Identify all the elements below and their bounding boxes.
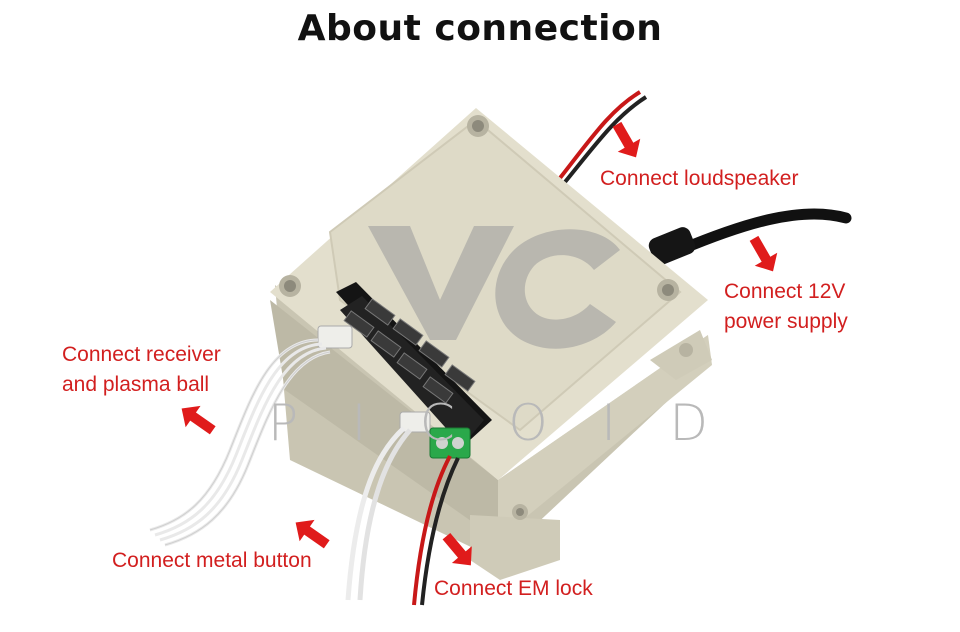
speaker-wire-red — [558, 90, 642, 180]
watermark-letter: I — [601, 394, 616, 452]
label-power-line2: power supply — [724, 310, 848, 333]
power-cable — [674, 208, 852, 256]
arrow-power-icon — [749, 235, 778, 272]
watermark-letter: C — [419, 394, 455, 452]
pcb-board — [317, 282, 492, 459]
label-power-supply: Connect 12V power supply — [724, 277, 848, 337]
watermark-letter: D — [669, 394, 708, 452]
watermark-logo — [368, 226, 620, 349]
label-loudspeaker: Connect loudspeaker — [600, 167, 799, 190]
lock-wire-black — [420, 457, 460, 606]
watermark-letters: P I C O I D — [268, 394, 708, 452]
lock-wire-red — [412, 455, 452, 606]
power-plug — [648, 227, 696, 265]
speaker-wire-black — [563, 95, 648, 184]
jst-connector-1 — [317, 325, 353, 349]
label-power-line1: Connect 12V — [724, 280, 846, 303]
button-wire-1 — [345, 426, 406, 601]
label-receiver: Connect receiver and plasma ball — [62, 340, 221, 400]
arrows — [181, 121, 778, 566]
watermark-letter: O — [508, 394, 548, 452]
label-receiver-line1: Connect receiver — [62, 343, 221, 366]
watermark-letter: I — [351, 394, 367, 452]
jst-connector-2 — [399, 411, 431, 433]
watermark-letter: P — [268, 394, 299, 452]
label-receiver-line2: and plasma ball — [62, 373, 210, 396]
button-wire-2 — [357, 428, 412, 601]
arrow-button-icon — [295, 519, 330, 549]
page-title: About connection — [297, 8, 663, 49]
arrow-lock-icon — [442, 532, 472, 566]
arrow-receiver-icon — [181, 405, 216, 435]
arrow-speaker-icon — [612, 121, 641, 158]
label-metal-button: Connect metal button — [112, 549, 312, 572]
label-em-lock: Connect EM lock — [434, 577, 593, 600]
